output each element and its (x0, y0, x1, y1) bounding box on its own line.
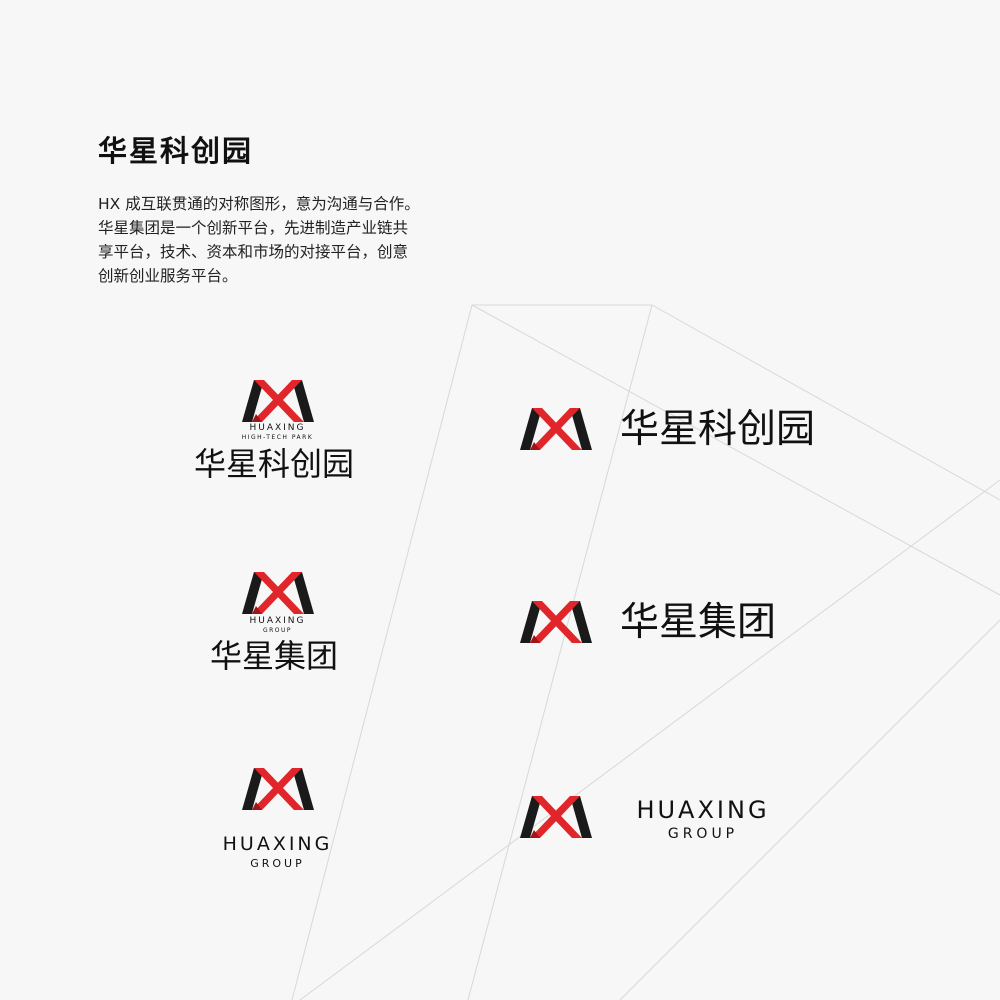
logo-english-subtitle: GROUP (250, 857, 305, 870)
logo-chinese-name: 华星科创园 (194, 445, 355, 483)
huaxing-logo-icon (518, 408, 594, 450)
description: HX 成互联贯通的对称图形，意为沟通与合作。 华星集团是一个创新平台，先进制造产… (98, 192, 478, 288)
logo-chinese-name: 华星集团 (210, 637, 339, 675)
logo-group-vertical: HUAXING GROUP 华星集团 (190, 570, 365, 680)
huaxing-logo-icon (240, 768, 316, 810)
logo-park-vertical: HUAXING HIGH-TECH PARK 华星科创园 (190, 376, 365, 486)
logo-chinese-name: 华星集团 (620, 600, 777, 645)
logo-group-vertical-english: HUAXING GROUP (190, 766, 365, 876)
description-line: 享平台，技术、资本和市场的对接平台，创意 (98, 243, 409, 261)
logo-english-name: HUAXING (249, 616, 306, 626)
logo-chinese-name: 华星科创园 (620, 407, 816, 452)
logo-english-subtitle: HIGH-TECH PARK (241, 434, 314, 441)
logo-park-horizontal: 华星科创园 (518, 405, 838, 455)
page-title: 华星科创园 (98, 134, 254, 168)
description-line: HX 成互联贯通的对称图形，意为沟通与合作。 (98, 195, 420, 213)
logo-english-name: HUAXING (222, 833, 333, 855)
logo-english-name: HUAXING (636, 796, 770, 824)
description-line: 创新创业服务平台。 (98, 267, 238, 285)
huaxing-logo-icon (518, 601, 594, 643)
logo-english-name: HUAXING (249, 423, 306, 433)
huaxing-logo-icon (240, 572, 316, 614)
description-line: 华星集团是一个创新平台，先进制造产业链共 (98, 219, 409, 237)
logo-group-horizontal: 华星集团 (518, 598, 818, 648)
huaxing-logo-icon (240, 380, 316, 422)
logo-english-subtitle: GROUP (262, 627, 293, 634)
logo-group-horizontal-english: HUAXING GROUP (518, 794, 818, 844)
logo-english-subtitle: GROUP (667, 826, 739, 842)
huaxing-logo-icon (518, 796, 594, 838)
